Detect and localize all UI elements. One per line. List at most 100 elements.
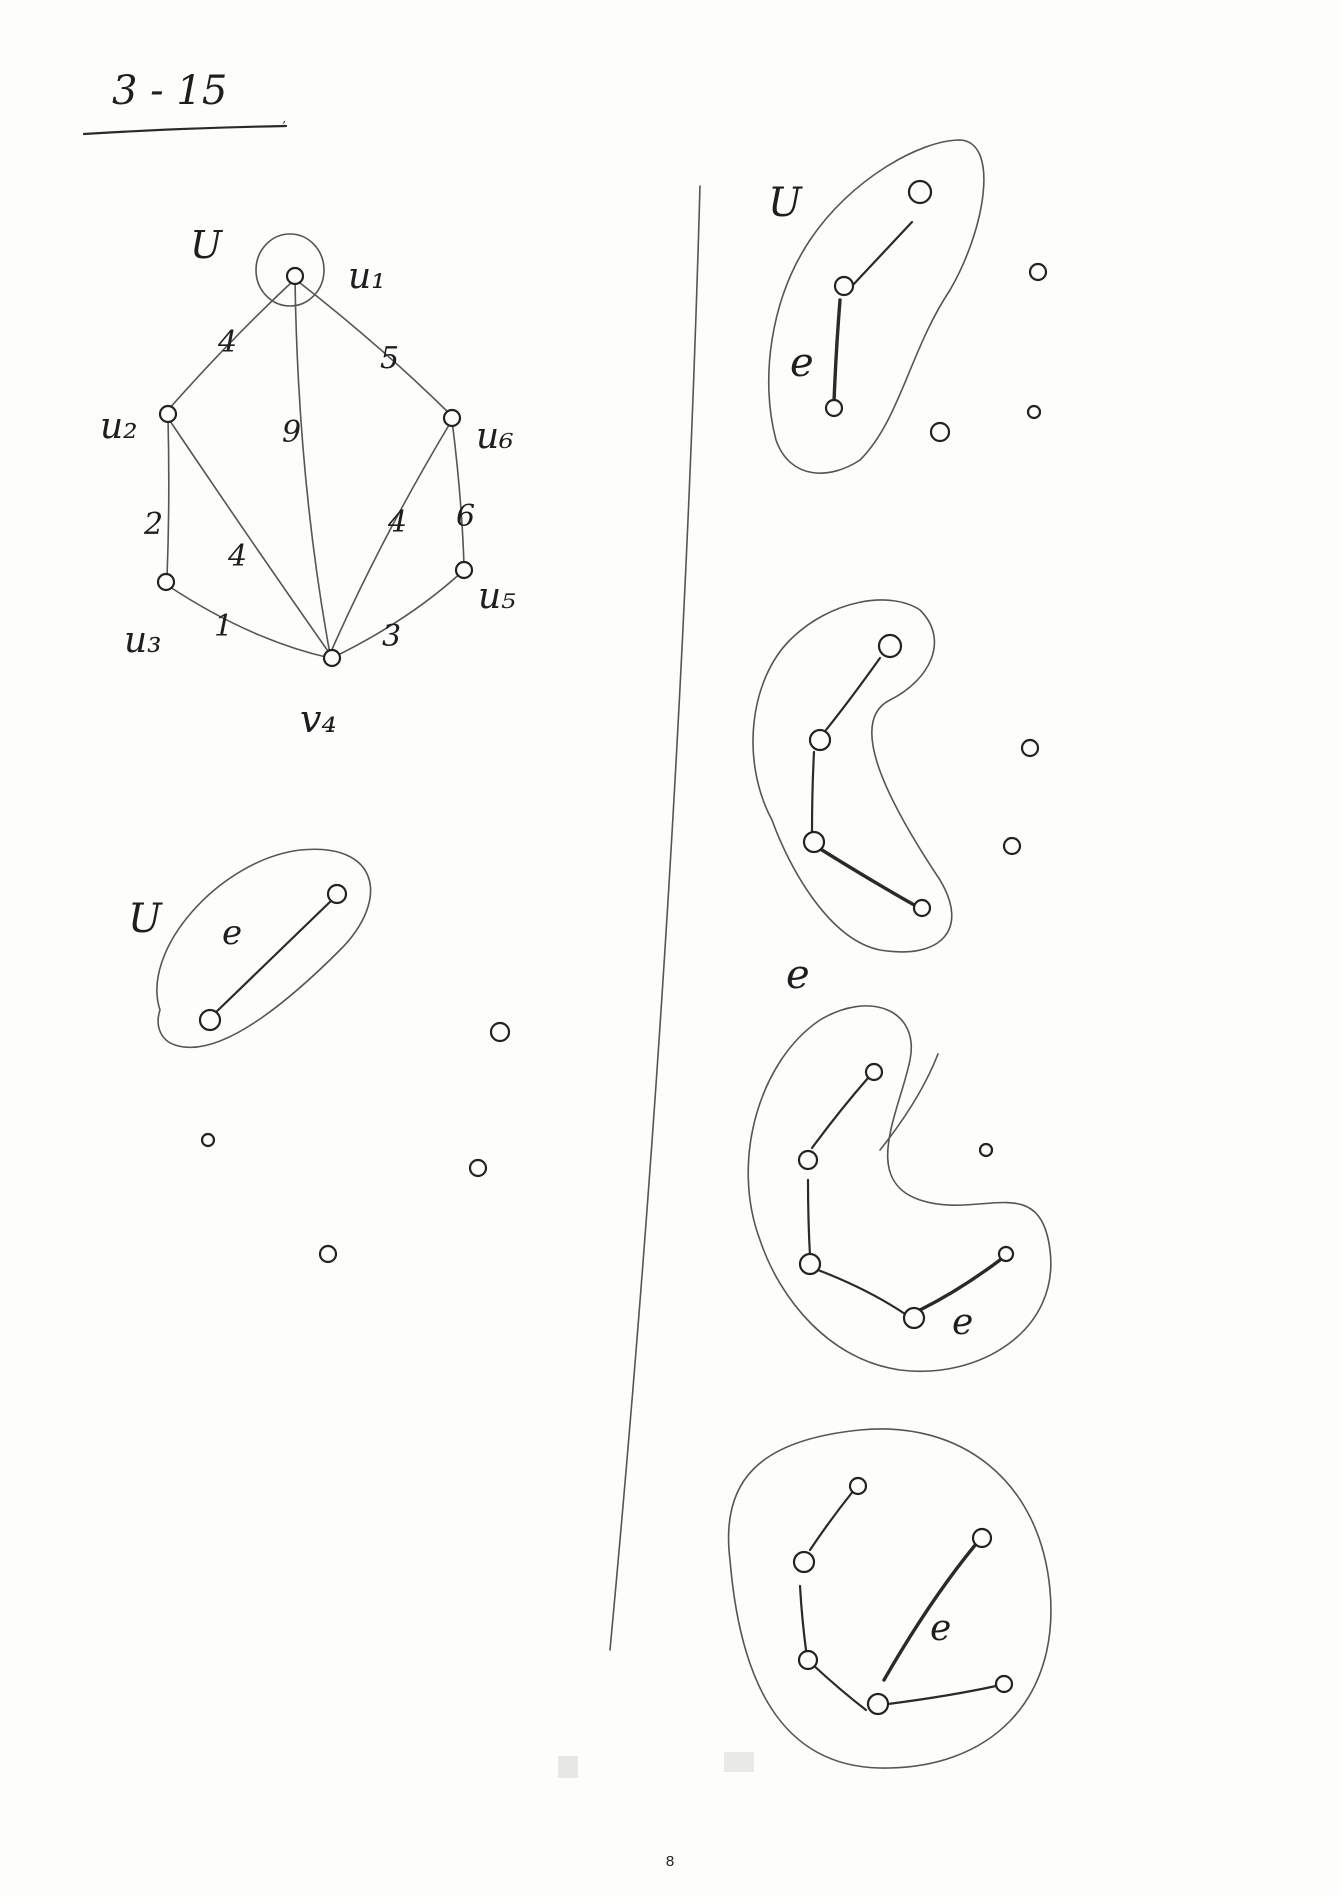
weight-u6-u5: 6 (456, 499, 475, 534)
step-1-vertex-d (200, 1132, 216, 1148)
step-4-diagram: e (747, 1005, 1052, 1372)
step-5-set-outline (727, 1428, 1052, 1769)
step-5-diagram: e (727, 1428, 1052, 1769)
step-4-edge-1 (810, 1076, 870, 1150)
step-4-edge-3 (816, 1268, 910, 1318)
step-2-vertex-c (824, 398, 844, 418)
graph-edges (166, 278, 465, 659)
weight-u1-u2: 4 (217, 325, 237, 360)
step-3-vertex-a (877, 633, 903, 659)
step-1-vertex-e (468, 1158, 488, 1178)
step-3-edge-1 (824, 656, 882, 732)
graph-vertices (156, 266, 474, 668)
step-5-vertex-d (866, 1692, 890, 1716)
label-u2: u₂ (100, 406, 138, 447)
edge-u4-u5 (331, 569, 465, 659)
step-4-edge-label: e (952, 1302, 973, 1343)
edge-u1-u4 (294, 278, 331, 655)
step-1-vertex-b (198, 1008, 222, 1032)
label-u6: u₆ (476, 416, 514, 457)
problem-heading: 3 - 15 ’ (82, 68, 288, 136)
step-1-diagram: U e (128, 848, 511, 1264)
step-1-edge-label: e (222, 913, 242, 953)
label-u5: u₅ (478, 576, 516, 617)
label-u1: u₁ (348, 256, 386, 297)
edge-u1-u2 (167, 278, 296, 411)
step-4-vertex-d (902, 1306, 926, 1330)
step-3-vertex-c (802, 830, 826, 854)
weighted-graph: U 4 5 9 2 4 1 3 4 6 (100, 223, 516, 741)
weight-u2-u3: 2 (143, 507, 163, 542)
weight-u2-u4: 4 (227, 539, 247, 574)
step-3-edge-label: e (786, 952, 810, 998)
column-divider (609, 185, 701, 1651)
step-3-vertex-e (1020, 738, 1040, 758)
scan-smudges (558, 1752, 754, 1778)
problem-number: 3 - 15 (112, 68, 227, 114)
page-number: 8 (665, 1853, 675, 1870)
edge-u1-u6 (294, 278, 453, 417)
edge-u6-u5 (451, 419, 465, 567)
step-3-edge-3 (820, 848, 918, 908)
step-4-vertex-b (797, 1149, 819, 1171)
step-1-tree-edge (210, 896, 336, 1018)
step-5-vertex-e (971, 1527, 993, 1549)
step-5-edge-3 (810, 1662, 868, 1712)
step-2-edge-label: e (790, 340, 814, 386)
step-5-vertex-c (797, 1649, 819, 1671)
step-3-vertex-b (808, 728, 832, 752)
step-1-vertex-c (489, 1021, 511, 1043)
step-4-edge-4 (918, 1258, 1002, 1312)
step-3-set-outline (752, 599, 953, 953)
step-2-vertex-e (929, 421, 951, 443)
edge-u2-u4 (167, 417, 331, 655)
step-4-vertex-e (997, 1245, 1015, 1263)
step-5-edge-2 (798, 1584, 808, 1652)
set-u-label: U (190, 223, 224, 267)
step-2-vertex-a (907, 179, 933, 205)
step-5-edge-4 (882, 1542, 978, 1682)
step-4-vertex-f (978, 1142, 994, 1158)
step-1-set-label: U (128, 896, 163, 942)
step-4-vertex-c (798, 1252, 822, 1276)
label-u3: u₃ (124, 620, 162, 661)
step-5-vertex-f (994, 1674, 1014, 1694)
edge-weights: 4 5 9 2 4 1 3 4 6 (143, 325, 475, 654)
step-2-set-label: U (768, 180, 803, 226)
step-2-vertex-f (1026, 404, 1042, 420)
step-5-edge-5 (886, 1684, 998, 1706)
step-4-edge-2 (806, 1178, 812, 1258)
step-3-vertex-f (1002, 836, 1022, 856)
step-2-vertex-d (1028, 262, 1048, 282)
step-3-diagram: e (752, 599, 1040, 998)
weight-u1-u6: 5 (380, 341, 399, 376)
step-1-vertex-f (318, 1244, 338, 1264)
vertex-labels: u₁ u₂ u₃ v₄ u₅ u₆ (100, 256, 516, 741)
step-5-vertex-b (792, 1550, 816, 1574)
vertex-u3 (156, 572, 176, 592)
step-4-inner-stroke (879, 1053, 939, 1151)
vertex-u4 (322, 648, 342, 668)
step-1-vertex-a (326, 883, 348, 905)
step-2-set-outline (768, 139, 985, 474)
step-3-vertex-d (912, 898, 932, 918)
step-2-edge-1 (850, 220, 914, 288)
edge-u3-u4 (166, 584, 331, 659)
vertex-u1 (285, 266, 305, 286)
step-5-vertex-a (848, 1476, 868, 1496)
vertex-u5 (454, 560, 474, 580)
weight-u3-u4: 1 (214, 609, 233, 644)
weight-u4-u5: 3 (382, 619, 401, 654)
step-5-edge-label: e (930, 1608, 951, 1649)
edge-u2-u3 (166, 417, 170, 579)
step-1-set-outline (156, 848, 372, 1049)
weight-u1-u4: 9 (282, 415, 301, 450)
weight-u6-u4: 4 (387, 505, 407, 540)
label-u4: v₄ (300, 697, 337, 741)
heading-underline (82, 124, 288, 136)
svg-text:’: ’ (282, 119, 286, 133)
set-u-outline (255, 233, 325, 307)
step-2-diagram: U e (768, 139, 1048, 474)
